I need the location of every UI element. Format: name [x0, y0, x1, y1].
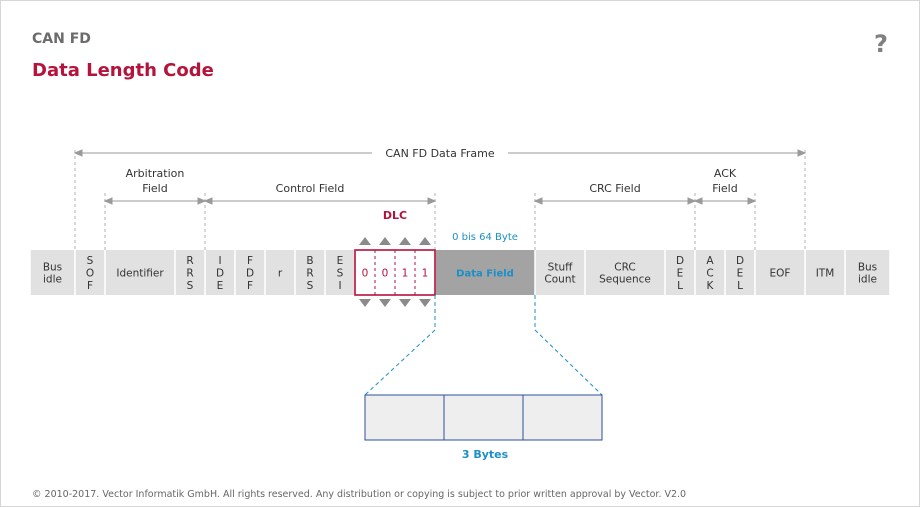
sof-label: S — [87, 255, 94, 267]
brs-label: B — [306, 255, 313, 267]
fdf-label: F — [247, 280, 253, 292]
arbitration-label-2: Field — [142, 182, 167, 195]
dlc-bit-4-cell — [415, 250, 435, 295]
sof-label: F — [87, 280, 93, 292]
bus-idle-start-cell — [30, 250, 75, 295]
data-bytes — [364, 394, 603, 441]
crc-sequence-label: Sequence — [599, 274, 651, 286]
data-bytes-label: 3 Bytes — [462, 448, 509, 461]
sof-cell — [75, 250, 105, 295]
dlc-bit-4-down-arrow[interactable] — [419, 299, 431, 307]
control-field-label: Control Field — [276, 182, 345, 195]
dlc-arrows[interactable] — [359, 237, 431, 307]
ack-label: K — [707, 280, 715, 292]
frame-title-label: CAN FD Data Frame — [385, 147, 494, 160]
eof-cell — [755, 250, 805, 295]
ack-del-label: E — [737, 268, 744, 280]
data-field-cell — [435, 250, 535, 295]
copyright-footer: © 2010-2017. Vector Informatik GmbH. All… — [32, 489, 687, 500]
bus-idle-start-label: idle — [43, 274, 62, 286]
bus-idle-end-cell — [845, 250, 890, 295]
app-title: CAN FD — [32, 31, 91, 47]
identifier-cell — [105, 250, 175, 295]
ide-label: I — [218, 255, 221, 267]
dlc-label: DLC — [383, 209, 407, 222]
ack-label: C — [706, 268, 713, 280]
ack-del-label: L — [737, 280, 743, 292]
esi-label: S — [337, 268, 344, 280]
dlc-bit-3-label: 1 — [402, 268, 409, 280]
dlc-bit-3-up-arrow[interactable] — [399, 237, 411, 245]
brs-label: S — [307, 280, 314, 292]
ack-cell — [695, 250, 725, 295]
identifier-label: Identifier — [116, 268, 164, 280]
itm-label: ITM — [816, 268, 835, 280]
ack-field-label-2: Field — [712, 182, 737, 195]
ide-label: E — [217, 280, 224, 292]
data-byte-1 — [364, 394, 445, 441]
eof-label: EOF — [770, 268, 791, 280]
dlc-bit-1-label: 0 — [362, 268, 369, 280]
dlc-bit-3-down-arrow[interactable] — [399, 299, 411, 307]
dlc-bit-4-label: 1 — [422, 268, 429, 280]
crc-field-label: CRC Field — [589, 182, 640, 195]
crc-sequence-label: CRC — [614, 262, 635, 274]
ide-cell — [205, 250, 235, 295]
help-icon[interactable]: ? — [874, 30, 888, 58]
dlc-bit-2-cell — [375, 250, 395, 295]
crc-del-cell — [665, 250, 695, 295]
crc-del-label: E — [677, 268, 684, 280]
dlc-bit-1-cell — [355, 250, 375, 295]
rrs-cell — [175, 250, 205, 295]
dlc-bit-2-up-arrow[interactable] — [379, 237, 391, 245]
esi-label: I — [338, 280, 341, 292]
data-size-label: 0 bis 64 Byte — [452, 232, 518, 243]
bus-idle-end-label: Bus — [858, 262, 877, 274]
fdf-label: F — [247, 255, 253, 267]
dlc-bit-1-up-arrow[interactable] — [359, 237, 371, 245]
data-byte-3 — [522, 394, 603, 441]
stuff-count-cell — [535, 250, 585, 295]
data-expansion-lines — [364, 295, 603, 396]
data-field-label: Data Field — [456, 269, 514, 280]
bus-idle-start-label: Bus — [43, 262, 62, 274]
itm-cell — [805, 250, 845, 295]
brs-label: R — [306, 268, 313, 280]
rrs-label: R — [186, 268, 193, 280]
crc-del-label: L — [677, 280, 683, 292]
ack-del-label: D — [736, 255, 744, 267]
dlc-bit-3-cell — [395, 250, 415, 295]
rrs-label: S — [187, 280, 194, 292]
data-byte-2 — [443, 394, 524, 441]
r-label: r — [278, 268, 283, 280]
fdf-label: D — [246, 268, 254, 280]
dlc-bit-1-down-arrow[interactable] — [359, 299, 371, 307]
ide-label: D — [216, 268, 224, 280]
stuff-count-label: Count — [544, 274, 575, 286]
r-cell — [265, 250, 295, 295]
span-arrows — [73, 149, 807, 205]
dlc-bit-2-label: 0 — [382, 268, 389, 280]
bus-idle-end-label: idle — [858, 274, 877, 286]
esi-cell — [325, 250, 355, 295]
dlc-bit-separators — [374, 250, 416, 295]
rrs-label: R — [186, 255, 193, 267]
arbitration-label-1: Arbitration — [126, 167, 185, 180]
page-title: Data Length Code — [32, 60, 214, 81]
dlc-bit-2-down-arrow[interactable] — [379, 299, 391, 307]
fdf-cell — [235, 250, 265, 295]
boundary-lines — [74, 150, 806, 250]
crc-del-label: D — [676, 255, 684, 267]
ack-field-label-1: ACK — [714, 167, 737, 180]
ack-del-cell — [725, 250, 755, 295]
dlc-bit-4-up-arrow[interactable] — [419, 237, 431, 245]
crc-sequence-cell — [585, 250, 665, 295]
sof-label: O — [86, 268, 94, 280]
brs-cell — [295, 250, 325, 295]
esi-label: E — [337, 255, 344, 267]
ack-label: A — [706, 255, 714, 267]
stuff-count-label: Stuff — [548, 262, 573, 274]
